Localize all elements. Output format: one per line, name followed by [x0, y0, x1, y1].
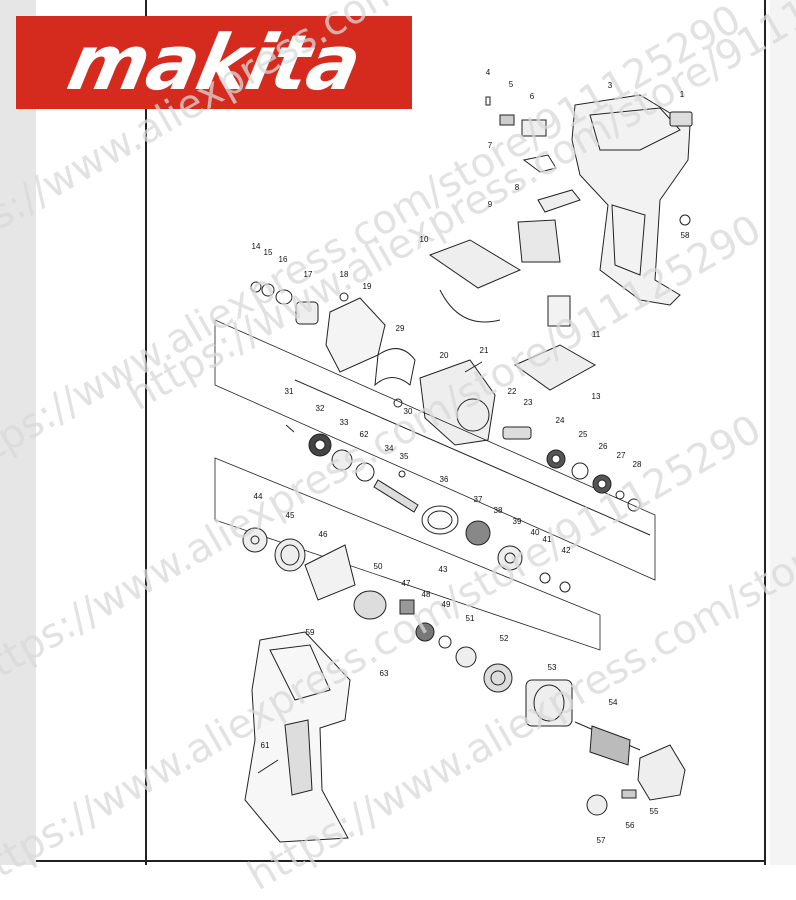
part-label-3: 3 [608, 81, 613, 90]
part-label-9: 9 [488, 200, 493, 209]
part-label-14: 14 [252, 242, 261, 251]
part-label-42: 42 [562, 546, 571, 555]
part-label-18: 18 [340, 270, 349, 279]
part-label-22: 22 [508, 387, 517, 396]
part-label-34: 34 [385, 444, 394, 453]
part-label-50: 50 [374, 562, 383, 571]
part-label-28: 28 [633, 460, 642, 469]
part-label-58: 58 [681, 231, 690, 240]
part-label-31: 31 [285, 387, 294, 396]
left-margin-band [0, 0, 36, 865]
part-label-13: 13 [592, 392, 601, 401]
part-label-49: 49 [442, 600, 451, 609]
part-label-56: 56 [626, 821, 635, 830]
part-label-59: 59 [306, 628, 315, 637]
part-label-29: 29 [396, 324, 405, 333]
part-label-7: 7 [488, 141, 493, 150]
part-label-19: 19 [363, 282, 372, 291]
part-label-45: 45 [286, 511, 295, 520]
part-label-48: 48 [422, 590, 431, 599]
part-label-57: 57 [597, 836, 606, 845]
part-label-36: 36 [440, 475, 449, 484]
part-label-33: 33 [340, 418, 349, 427]
part-label-38: 38 [494, 506, 503, 515]
part-label-21: 21 [480, 346, 489, 355]
part-label-61: 61 [261, 741, 270, 750]
part-label-8: 8 [515, 183, 520, 192]
part-label-1: 1 [680, 90, 685, 99]
exploded-parts-diagram [214, 94, 693, 843]
part-label-35: 35 [400, 452, 409, 461]
part-label-55: 55 [650, 807, 659, 816]
part-label-32: 32 [316, 404, 325, 413]
makita-logo: makita [16, 16, 412, 109]
right-margin-band [770, 0, 796, 865]
part-label-5: 5 [509, 80, 514, 89]
part-label-16: 16 [279, 255, 288, 264]
part-label-27: 27 [617, 451, 626, 460]
part-label-53: 53 [548, 663, 557, 672]
part-label-52: 52 [500, 634, 509, 643]
part-label-17: 17 [304, 270, 313, 279]
part-label-51: 51 [466, 614, 475, 623]
part-label-23: 23 [524, 398, 533, 407]
part-label-46: 46 [319, 530, 328, 539]
part-label-39: 39 [513, 517, 522, 526]
part-label-40: 40 [531, 528, 540, 537]
part-label-20: 20 [440, 351, 449, 360]
part-label-43: 43 [439, 565, 448, 574]
part-label-11: 11 [592, 330, 601, 339]
part-label-62: 62 [360, 430, 369, 439]
part-label-4: 4 [486, 68, 491, 77]
part-label-10: 10 [420, 235, 429, 244]
part-label-41: 41 [543, 535, 552, 544]
part-label-15: 15 [264, 248, 273, 257]
part-label-25: 25 [579, 430, 588, 439]
frame-left-border [145, 0, 147, 865]
part-label-47: 47 [402, 579, 411, 588]
part-label-37: 37 [474, 495, 483, 504]
part-label-30: 30 [404, 407, 413, 416]
part-label-6: 6 [530, 92, 535, 101]
frame-right-border [764, 0, 766, 865]
part-label-54: 54 [609, 698, 618, 707]
part-label-63: 63 [380, 669, 389, 678]
part-label-26: 26 [599, 442, 608, 451]
frame-bottom-border [36, 860, 766, 862]
part-label-24: 24 [556, 416, 565, 425]
part-label-44: 44 [254, 492, 263, 501]
